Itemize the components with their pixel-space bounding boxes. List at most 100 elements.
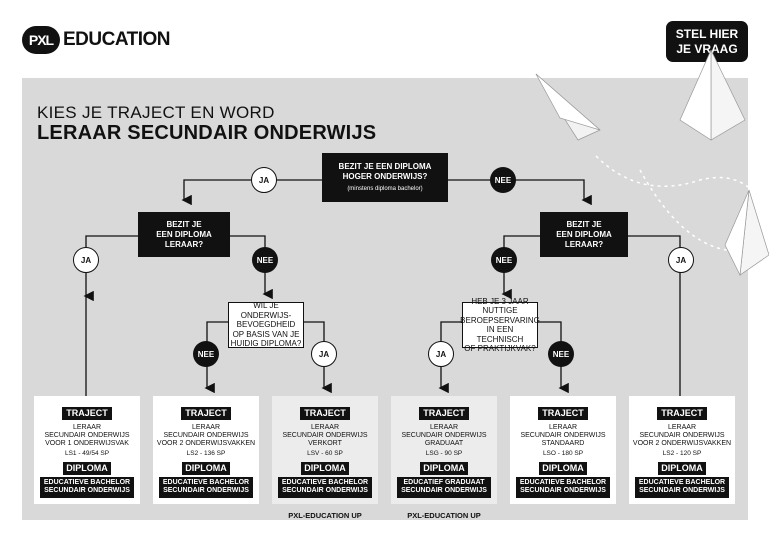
q1-note: (minstens diploma bachelor) — [347, 185, 423, 192]
q3r-line5: OF PRAKTIJKVAK? — [464, 344, 536, 353]
diploma-line2: SECUNDAIR ONDERWIJS — [520, 487, 606, 495]
track-tag: TRAJECT — [181, 407, 231, 420]
track-code: LS2 - 120 SP — [662, 449, 702, 457]
track-note-3: PXL-EDUCATION UP — [288, 511, 362, 520]
question-teacher-diploma-right: BEZIT JE EEN DIPLOMA LERAAR? — [540, 212, 628, 257]
q3r-line2: NUTTIGE — [482, 306, 518, 315]
diploma-line2: SECUNDAIR ONDERWIJS — [44, 487, 130, 495]
answer-q1-yes: JA — [251, 167, 277, 193]
track-title-line3: VOOR 1 ONDERWIJSVAK — [45, 440, 129, 448]
ask-question-button[interactable]: STEL HIER JE VRAAG — [666, 21, 748, 62]
track-code: LSV - 60 SP — [307, 449, 343, 457]
diploma-line2: SECUNDAIR ONDERWIJS — [401, 487, 487, 495]
page-subtitle: KIES JE TRAJECT EN WORD — [37, 103, 275, 122]
question-higher-education-diploma: BEZIT JE EEN DIPLOMA HOGER ONDERWIJS? (m… — [322, 153, 448, 202]
diploma-line1: EDUCATIEVE BACHELOR — [281, 478, 369, 486]
track-title-line1: LERAAR — [429, 424, 458, 431]
q3l-line3: BEVOEGDHEID — [236, 320, 296, 330]
ask-button-line2: JE VRAAG — [676, 41, 738, 56]
track-title-line2: SECUNDAIR ONDERWIJS — [639, 432, 725, 440]
track-code: LSO - 180 SP — [542, 449, 584, 457]
question-teaching-qualification: WIL JE ONDERWIJS- BEVOEGDHEID OP BASIS V… — [228, 301, 304, 349]
track-title: LERAAR SECUNDAIR ONDERWIJS GRADUAAT — [391, 424, 497, 449]
q2l-line1: BEZIT JE — [166, 219, 202, 229]
ask-button-line1: STEL HIER — [675, 26, 739, 41]
diploma-line1: EDUCATIEF GRADUAAT — [403, 478, 485, 486]
diploma-line2: SECUNDAIR ONDERWIJS — [639, 487, 725, 495]
diploma-tag: DIPLOMA — [182, 461, 230, 475]
track-tag: TRAJECT — [657, 407, 707, 420]
q1-line1: BEZIT JE EEN DIPLOMA — [338, 161, 432, 171]
track-card-6[interactable]: TRAJECT LERAAR SECUNDAIR ONDERWIJS VOOR … — [629, 396, 735, 504]
flowchart-panel — [22, 78, 748, 520]
answer-q3l-yes: JA — [311, 341, 337, 367]
track-title-line2: SECUNDAIR ONDERWIJS — [44, 432, 130, 440]
diploma-line2: SECUNDAIR ONDERWIJS — [163, 487, 249, 495]
track-title-line3: VOOR 2 ONDERWIJSVAKKEN — [632, 440, 732, 448]
diploma-line2: SECUNDAIR ONDERWIJS — [282, 487, 368, 495]
diploma-tag: DIPLOMA — [539, 461, 587, 475]
diploma-tag: DIPLOMA — [420, 461, 468, 475]
answer-q2l-yes: JA — [73, 247, 99, 273]
track-title: LERAAR SECUNDAIR ONDERWIJS VOOR 2 ONDERW… — [629, 424, 735, 449]
track-title-line3: VOOR 2 ONDERWIJSVAKKEN — [156, 440, 256, 448]
q3l-line5: HUIDIG DIPLOMA? — [230, 339, 302, 349]
track-title: LERAAR SECUNDAIR ONDERWIJS VOOR 1 ONDERW… — [34, 424, 140, 449]
q1-line2: HOGER ONDERWIJS? — [342, 171, 428, 181]
diploma-name: EDUCATIEVE BACHELOR SECUNDAIR ONDERWIJS — [40, 476, 134, 498]
track-note-4: PXL-EDUCATION UP — [407, 511, 481, 520]
track-title: LERAAR SECUNDAIR ONDERWIJS VERKORT — [272, 424, 378, 449]
diploma-tag: DIPLOMA — [658, 461, 706, 475]
answer-q3r-no: NEE — [548, 341, 574, 367]
answer-q2r-no: NEE — [491, 247, 517, 273]
track-tag: TRAJECT — [300, 407, 350, 420]
track-title: LERAAR SECUNDAIR ONDERWIJS STANDAARD — [510, 424, 616, 449]
q2l-line2: EEN DIPLOMA — [156, 229, 212, 239]
track-title: LERAAR SECUNDAIR ONDERWIJS VOOR 2 ONDERW… — [153, 424, 259, 449]
track-title-line1: LERAAR — [548, 424, 577, 431]
q2l-line3: LERAAR? — [164, 239, 204, 249]
q3r-line1: HEB JE 3 JAAR — [471, 296, 529, 306]
q3l-line2: ONDERWIJS- — [240, 310, 292, 320]
track-card-5[interactable]: TRAJECT LERAAR SECUNDAIR ONDERWIJS STAND… — [510, 396, 616, 504]
diploma-line1: EDUCATIEVE BACHELOR — [519, 478, 607, 486]
diploma-name: EDUCATIEVE BACHELOR SECUNDAIR ONDERWIJS — [516, 476, 610, 498]
answer-q3r-yes: JA — [428, 341, 454, 367]
diploma-tag: DIPLOMA — [63, 461, 111, 475]
track-card-4[interactable]: TRAJECT LERAAR SECUNDAIR ONDERWIJS GRADU… — [391, 396, 497, 504]
logo-text: EDUCATION — [63, 29, 171, 50]
diploma-name: EDUCATIEVE BACHELOR SECUNDAIR ONDERWIJS — [159, 476, 253, 498]
q2r-line3: LERAAR? — [564, 239, 604, 249]
q2r-line1: BEZIT JE — [566, 219, 602, 229]
diploma-line1: EDUCATIEVE BACHELOR — [43, 478, 131, 486]
question-teacher-diploma-left: BEZIT JE EEN DIPLOMA LERAAR? — [138, 212, 230, 257]
q2r-line2: EEN DIPLOMA — [556, 229, 612, 239]
track-title-line1: LERAAR — [191, 424, 220, 431]
track-card-3[interactable]: TRAJECT LERAAR SECUNDAIR ONDERWIJS VERKO… — [272, 396, 378, 504]
pxl-education-logo[interactable]: PXL EDUCATION — [22, 26, 171, 54]
track-code: LSG - 90 SP — [425, 449, 463, 457]
q3l-line1: WIL JE — [253, 301, 279, 311]
track-title-line2: SECUNDAIR ONDERWIJS — [163, 432, 249, 440]
track-title-line3: VERKORT — [308, 440, 342, 448]
track-code: LS2 - 136 SP — [186, 449, 226, 457]
answer-q1-no: NEE — [490, 167, 516, 193]
q3r-line3: BEROEPSERVARING — [460, 315, 540, 325]
track-tag: TRAJECT — [62, 407, 112, 420]
answer-q3l-no: NEE — [193, 341, 219, 367]
track-title-line1: LERAAR — [310, 424, 339, 431]
track-title-line2: SECUNDAIR ONDERWIJS — [282, 432, 368, 440]
track-card-1[interactable]: TRAJECT LERAAR SECUNDAIR ONDERWIJS VOOR … — [34, 396, 140, 504]
answer-q2l-no: NEE — [252, 247, 278, 273]
track-title-line3: GRADUAAT — [424, 440, 464, 448]
diploma-name: EDUCATIEVE BACHELOR SECUNDAIR ONDERWIJS — [635, 476, 729, 498]
track-title-line1: LERAAR — [72, 424, 101, 431]
track-card-2[interactable]: TRAJECT LERAAR SECUNDAIR ONDERWIJS VOOR … — [153, 396, 259, 504]
track-code: LS1 - 49/54 SP — [64, 449, 110, 457]
logo-badge: PXL — [22, 26, 60, 54]
q3l-line4: OP BASIS VAN JE — [232, 329, 300, 339]
diploma-line1: EDUCATIEVE BACHELOR — [162, 478, 250, 486]
track-title-line1: LERAAR — [667, 424, 696, 431]
diploma-name: EDUCATIEF GRADUAAT SECUNDAIR ONDERWIJS — [397, 476, 491, 498]
